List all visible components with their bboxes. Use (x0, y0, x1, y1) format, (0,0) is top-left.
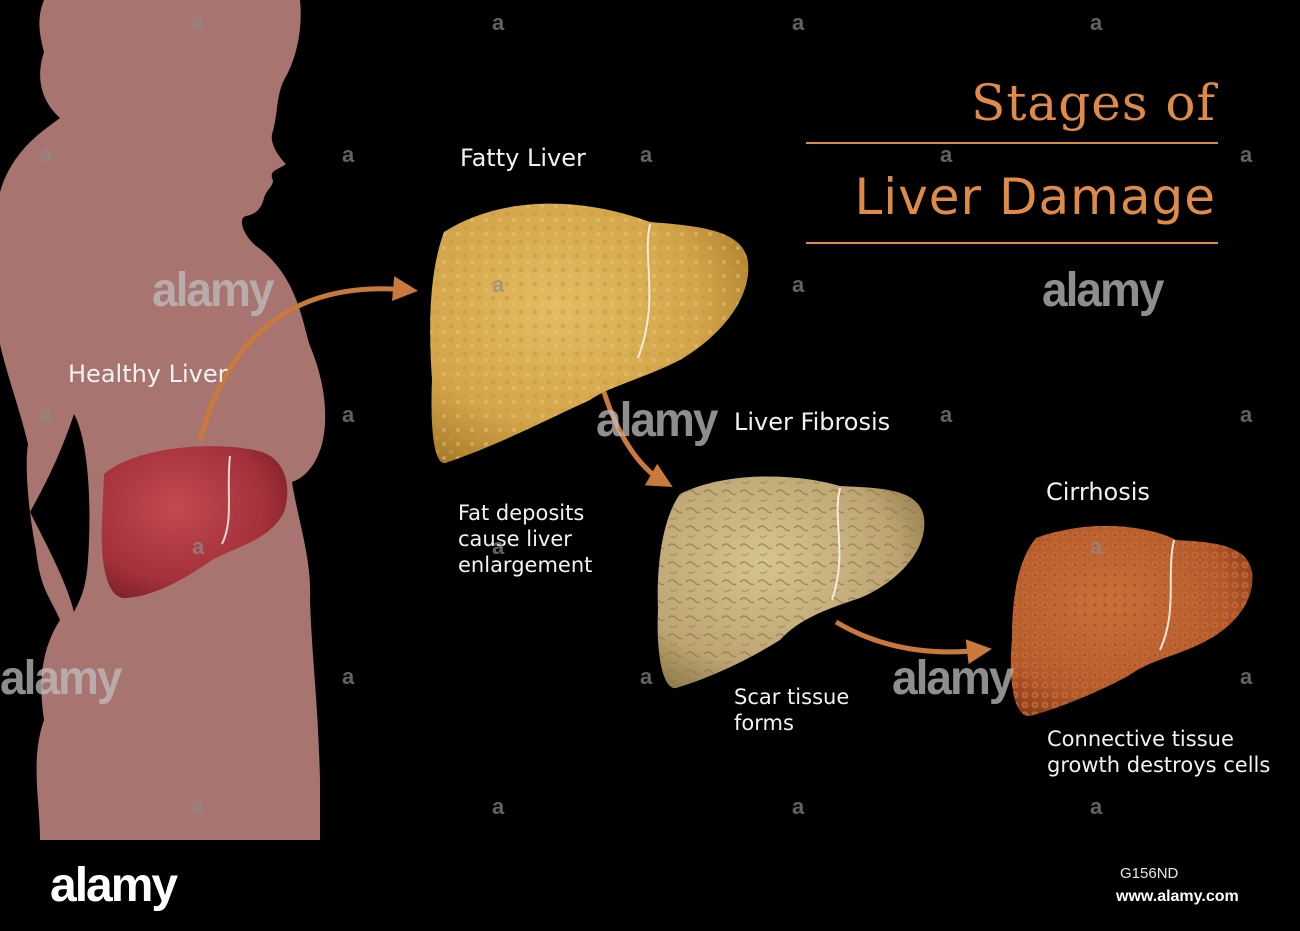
watermark-glyph: a (640, 142, 653, 167)
watermark-glyph: a (1090, 534, 1103, 559)
fibrosis-liver-image (657, 476, 925, 689)
cirrhosis-description: Connective tissue growth destroys cells (1047, 727, 1271, 777)
arm-gap (30, 414, 90, 612)
fibrosis-label: Liver Fibrosis (734, 408, 891, 436)
watermark-glyph: a (792, 272, 805, 297)
watermark-glyph: a (192, 794, 205, 819)
watermark-glyph: a (192, 534, 205, 559)
title-line-2: Liver Damage (854, 168, 1216, 226)
watermark-logo: alamy (0, 649, 122, 705)
watermark-glyph: a (342, 402, 355, 427)
watermark-glyph: a (40, 142, 53, 167)
watermark-logo: alamy (892, 649, 1014, 705)
healthy-liver-image (101, 446, 288, 599)
watermark-glyph: a (640, 664, 653, 689)
watermark-glyph: a (792, 794, 805, 819)
watermark-glyph: a (1240, 142, 1253, 167)
arrow-fibrosis-to-cirrhosis (834, 619, 992, 665)
watermark-glyph: a (1240, 664, 1253, 689)
watermark-glyph: a (1090, 794, 1103, 819)
image-code: G156ND (1120, 865, 1179, 882)
fatty-liver-description: Fat deposits cause liver enlargement (458, 501, 593, 577)
alamy-logo: alamy (50, 859, 178, 912)
body-silhouette (0, 0, 326, 840)
watermark-glyph: a (492, 272, 505, 297)
watermark-glyph: a (342, 664, 355, 689)
watermark-glyph: a (940, 142, 953, 167)
title-rule-bottom (806, 242, 1218, 244)
watermark-glyph: a (940, 402, 953, 427)
watermark-logo: alamy (1042, 261, 1164, 317)
watermark-glyph: a (342, 142, 355, 167)
cirrhosis-liver-image (1010, 525, 1253, 717)
title-rule-top (806, 142, 1218, 144)
watermark-glyph: a (192, 10, 205, 35)
watermark-glyph: a (492, 10, 505, 35)
cirrhosis-label: Cirrhosis (1046, 478, 1150, 506)
healthy-liver-label: Healthy Liver (68, 360, 228, 388)
watermark-glyph: a (40, 402, 53, 427)
watermark-logo: alamy (596, 391, 718, 447)
watermark-glyph: a (792, 10, 805, 35)
fatty-liver-image (430, 203, 749, 464)
fibrosis-description: Scar tissue forms (734, 685, 850, 735)
watermark-logo: alamy (152, 261, 274, 317)
title-line-1: Stages of (971, 74, 1216, 132)
watermark-glyph: a (1240, 402, 1253, 427)
site-url[interactable]: www.alamy.com (1116, 888, 1239, 905)
fatty-liver-label: Fatty Liver (460, 144, 586, 172)
watermark-glyph: a (492, 794, 505, 819)
watermark-glyph: a (492, 534, 505, 559)
arrow-healthy-to-fatty (197, 276, 418, 441)
arrow-fatty-to-fibrosis (601, 391, 673, 487)
watermark-glyph: a (1090, 10, 1103, 35)
